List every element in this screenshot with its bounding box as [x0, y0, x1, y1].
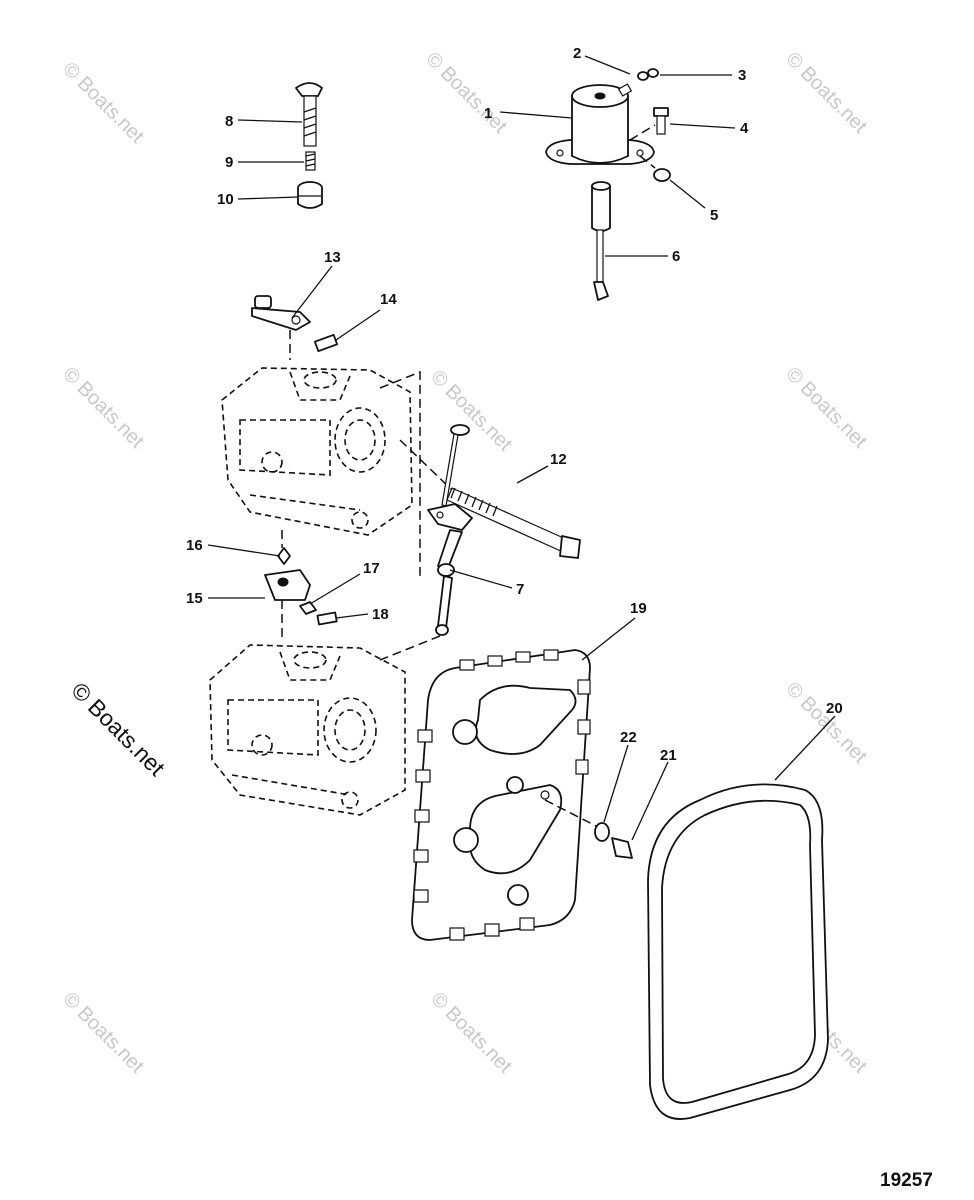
washer-22 — [594, 822, 610, 842]
link-arm — [437, 529, 463, 569]
plate-hole — [506, 776, 524, 794]
hex-nut — [653, 168, 671, 182]
screw-21 — [611, 837, 633, 859]
nut — [647, 68, 659, 78]
callout-8: 8 — [225, 113, 233, 130]
cam-follower — [264, 569, 311, 601]
plate-hole — [453, 827, 479, 853]
screw-washer — [544, 799, 633, 859]
watermark: © Boats.net — [426, 988, 516, 1078]
callout-18: 18 — [372, 606, 389, 623]
gasket-inner — [661, 799, 816, 1104]
plunger-assembly — [295, 82, 323, 209]
plunger-rod — [596, 229, 604, 283]
watermark: © Boats.net — [781, 363, 871, 453]
callout-13: 13 — [324, 249, 341, 266]
watermark-main: © Boats.net — [66, 677, 170, 781]
watermark: © Boats.net — [58, 988, 148, 1078]
screw-shank — [656, 115, 666, 135]
callout-17: 17 — [363, 560, 380, 577]
square-washer — [299, 601, 317, 615]
adapter-plate — [411, 649, 591, 941]
solenoid-body — [571, 95, 629, 164]
lever-knob — [254, 295, 272, 309]
plunger-rod-end — [593, 281, 609, 301]
callout-20: 20 — [826, 700, 843, 717]
watermark: © Boats.net — [426, 366, 516, 456]
carburetor-upper — [221, 367, 421, 580]
link-rod — [437, 575, 453, 629]
callout-2: 2 — [573, 45, 581, 62]
bolt-head — [559, 535, 581, 559]
watermark: © Boats.net — [421, 48, 511, 138]
gasket — [647, 783, 829, 1120]
cam-screw — [316, 611, 338, 626]
lever-arm — [251, 307, 311, 331]
pin — [277, 547, 291, 565]
watermark: © Boats.net — [58, 363, 148, 453]
watermark: © Boats.net — [781, 48, 871, 138]
plate-hole — [507, 884, 529, 906]
callout-21: 21 — [660, 747, 677, 764]
solenoid-terminal — [617, 83, 633, 97]
screw-head — [653, 107, 669, 117]
callout-7: 7 — [516, 581, 524, 598]
link-rod-eye — [450, 424, 470, 436]
callout-9: 9 — [225, 154, 233, 171]
callout-4: 4 — [740, 120, 749, 137]
washer — [637, 71, 649, 81]
callout-16: 16 — [186, 537, 203, 554]
callout-22: 22 — [620, 729, 637, 746]
watermark: © Boats.net — [781, 678, 871, 768]
watermark: © Boats.net — [58, 58, 148, 148]
callout-19: 19 — [630, 600, 647, 617]
bellcrank — [427, 503, 473, 531]
solenoid-assembly — [545, 68, 671, 301]
callout-12: 12 — [550, 451, 567, 468]
plunger-head — [295, 82, 323, 97]
callout-5: 5 — [710, 207, 718, 224]
carburetor-lower — [209, 644, 406, 816]
plunger-thread — [303, 107, 317, 137]
cam-assembly — [264, 530, 338, 640]
lever-screw — [313, 333, 339, 353]
callouts: 1 2 3 4 5 6 7 8 9 10 12 13 14 15 16 17 1 — [186, 45, 843, 841]
callout-15: 15 — [186, 590, 203, 607]
bolt-assembly — [399, 439, 581, 559]
plunger-rod-sleeve — [591, 185, 611, 232]
figure-number: 19257 — [880, 1170, 933, 1191]
callout-6: 6 — [672, 248, 680, 265]
grommet-body — [297, 188, 323, 209]
lever-assembly — [251, 295, 339, 360]
callout-10: 10 — [217, 191, 234, 208]
plunger-shaft — [303, 95, 317, 147]
plate-opening-top — [474, 684, 577, 755]
callout-3: 3 — [738, 67, 746, 84]
callout-14: 14 — [380, 291, 397, 308]
plate-opening-bottom — [469, 784, 563, 875]
link-rod-assembly — [379, 424, 473, 661]
plate-hole — [452, 719, 478, 745]
plate-tabs — [413, 649, 591, 941]
callout-1: 1 — [484, 105, 492, 122]
